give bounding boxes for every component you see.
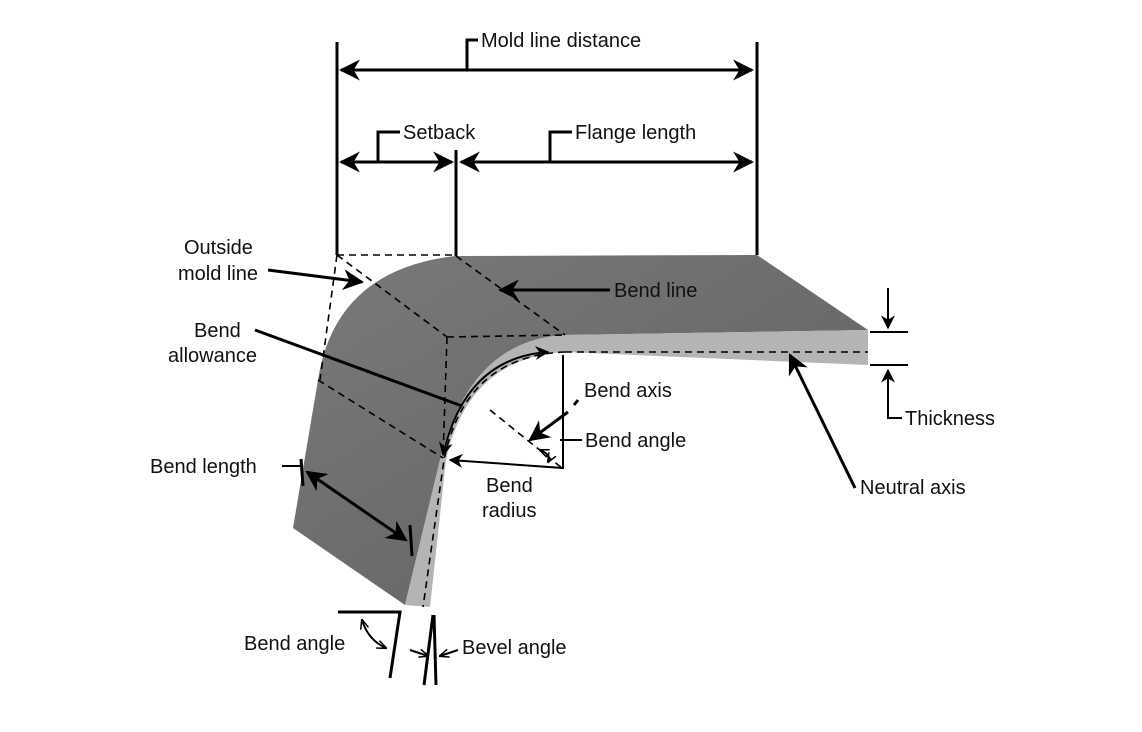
metal-thickness-edge bbox=[405, 330, 868, 607]
label-bend-angle-bottom: Bend angle bbox=[244, 633, 345, 655]
label-bevel-angle: Bevel angle bbox=[462, 637, 567, 659]
label-thickness: Thickness bbox=[905, 408, 995, 430]
label-mold-line-distance: Mold line distance bbox=[481, 30, 641, 52]
label-neutral-axis: Neutral axis bbox=[860, 477, 966, 499]
label-flange-length: Flange length bbox=[575, 122, 696, 144]
label-bend-allowance-2: allowance bbox=[168, 345, 257, 367]
bend-axis-line bbox=[489, 409, 563, 469]
dimension-lines bbox=[335, 38, 759, 256]
label-bend-line: Bend line bbox=[614, 280, 697, 302]
label-bend-allowance-1: Bend bbox=[194, 320, 241, 342]
label-outside-mold-line-2: mold line bbox=[178, 263, 258, 285]
leaders bbox=[254, 268, 908, 686]
label-bend-radius-2: radius bbox=[482, 500, 536, 522]
label-bend-radius-1: Bend bbox=[486, 475, 533, 497]
label-setback: Setback bbox=[403, 122, 476, 144]
metal-outer-face bbox=[293, 255, 868, 605]
label-bend-axis: Bend axis bbox=[584, 380, 672, 402]
label-outside-mold-line-1: Outside bbox=[184, 237, 253, 259]
label-bend-length: Bend length bbox=[150, 456, 257, 478]
label-bend-angle-top: Bend angle bbox=[585, 430, 686, 452]
